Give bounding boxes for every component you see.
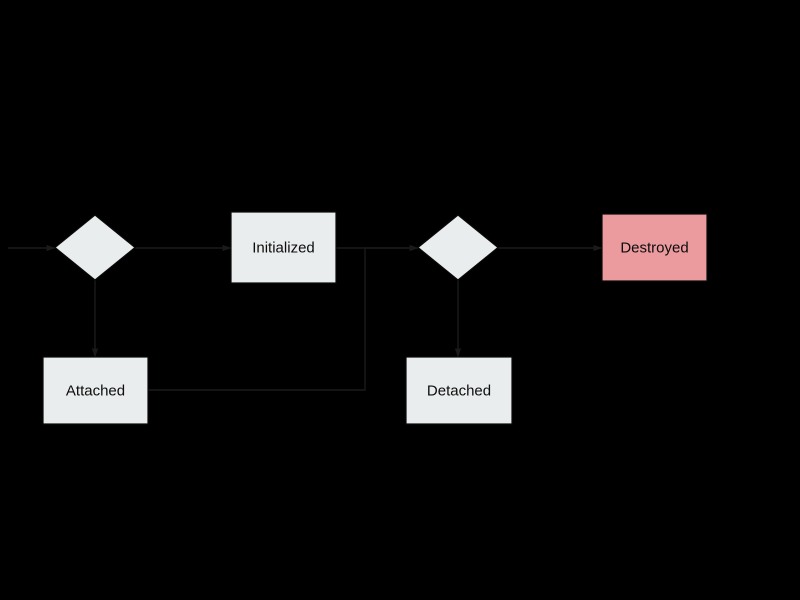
destroyed-box-shape[interactable] bbox=[601, 213, 708, 282]
node-attached[interactable]: Attached bbox=[42, 356, 149, 425]
node-detached[interactable]: Detached bbox=[405, 356, 513, 425]
node-decision-2[interactable] bbox=[417, 214, 499, 281]
attached-box-shape[interactable] bbox=[42, 356, 149, 425]
node-decision-1[interactable] bbox=[54, 214, 136, 281]
edges-layer bbox=[8, 244, 603, 391]
decision-2-diamond-shape[interactable] bbox=[417, 214, 499, 281]
detached-label: Detached bbox=[427, 382, 491, 399]
node-initialized[interactable]: Initialized bbox=[230, 211, 337, 284]
initialized-box-shape[interactable] bbox=[230, 211, 337, 284]
decision-1-diamond-shape[interactable] bbox=[54, 214, 136, 281]
destroyed-label: Destroyed bbox=[620, 239, 688, 256]
nodes-layer: Initialized Attached Detached Destroyed bbox=[42, 211, 708, 425]
attached-label: Attached bbox=[66, 382, 125, 399]
node-destroyed[interactable]: Destroyed bbox=[601, 213, 708, 282]
initialized-label: Initialized bbox=[252, 239, 315, 256]
edge-attached-to-decision2 bbox=[148, 244, 419, 391]
detached-box-shape[interactable] bbox=[405, 356, 513, 425]
